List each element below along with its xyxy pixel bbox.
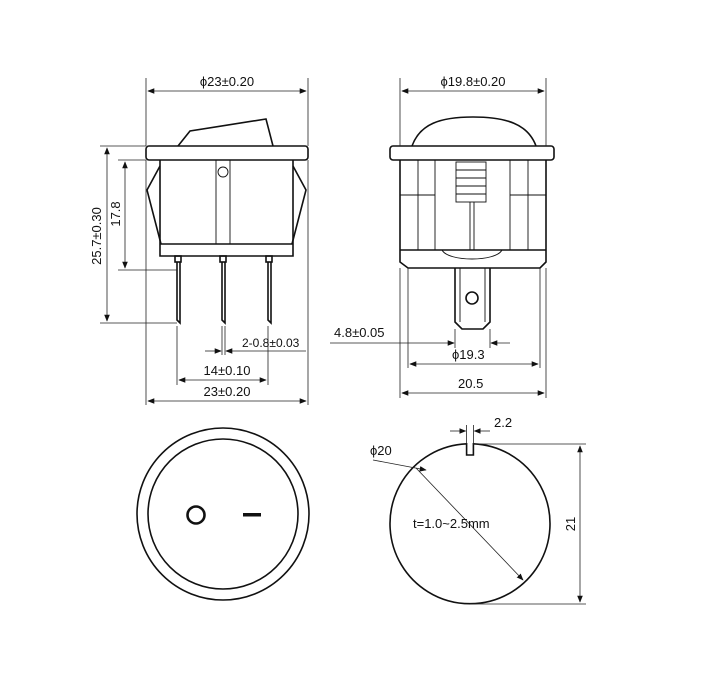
side-body-diameter-label: ϕ19.3 — [452, 347, 485, 362]
pin-right — [265, 255, 273, 263]
rocker — [177, 118, 274, 147]
panel-thickness-label: t=1.0~2.5mm — [413, 516, 490, 531]
front-view — [145, 118, 309, 325]
outer-ring — [136, 427, 310, 601]
cutout-diameter-label: ϕ20 — [370, 443, 392, 458]
on-symbol — [243, 513, 261, 517]
side-flange — [389, 145, 555, 161]
side-view — [389, 116, 555, 330]
pin-left — [174, 255, 182, 263]
pin-center — [219, 255, 227, 263]
front-top-width-label: ϕ23±0.20 — [200, 74, 254, 89]
flange — [145, 145, 309, 161]
side-tab-width-label: 4.8±0.05 — [334, 325, 385, 340]
cutout-key-width-label: 2.2 — [494, 415, 512, 430]
top-view — [136, 427, 310, 601]
inner-ring — [147, 438, 299, 590]
front-pin-spacing-label: 14±0.10 — [204, 363, 251, 378]
front-total-height-label: 25.7±0.30 — [89, 207, 104, 265]
side-top-width-label: ϕ19.8±0.20 — [440, 74, 505, 89]
off-symbol — [186, 505, 206, 525]
snap-spring-left — [146, 165, 162, 245]
side-total-width-label: 20.5 — [458, 376, 483, 391]
front-bottom-width-label: 23±0.20 — [204, 384, 251, 399]
side-body — [399, 160, 547, 269]
body — [159, 160, 294, 257]
cutout-height-label: 21 — [563, 517, 578, 531]
terminal-tab — [454, 268, 491, 330]
cutout-outline — [389, 442, 551, 605]
snap-spring-right — [291, 165, 307, 245]
dome — [411, 116, 537, 147]
panel-cutout: 2.2 ϕ20 21 t=1.0~2.5mm — [370, 415, 586, 605]
front-view-dimensions: ϕ23±0.20 25.7±0.30 17.8 2-0.8±0.03 14±0.… — [89, 74, 309, 405]
side-view-dimensions: ϕ19.8±0.20 4.8±0.05 ϕ19.3 20.5 — [330, 74, 547, 398]
front-body-height-label: 17.8 — [108, 201, 123, 226]
front-pin-width-label: 2-0.8±0.03 — [242, 336, 300, 350]
